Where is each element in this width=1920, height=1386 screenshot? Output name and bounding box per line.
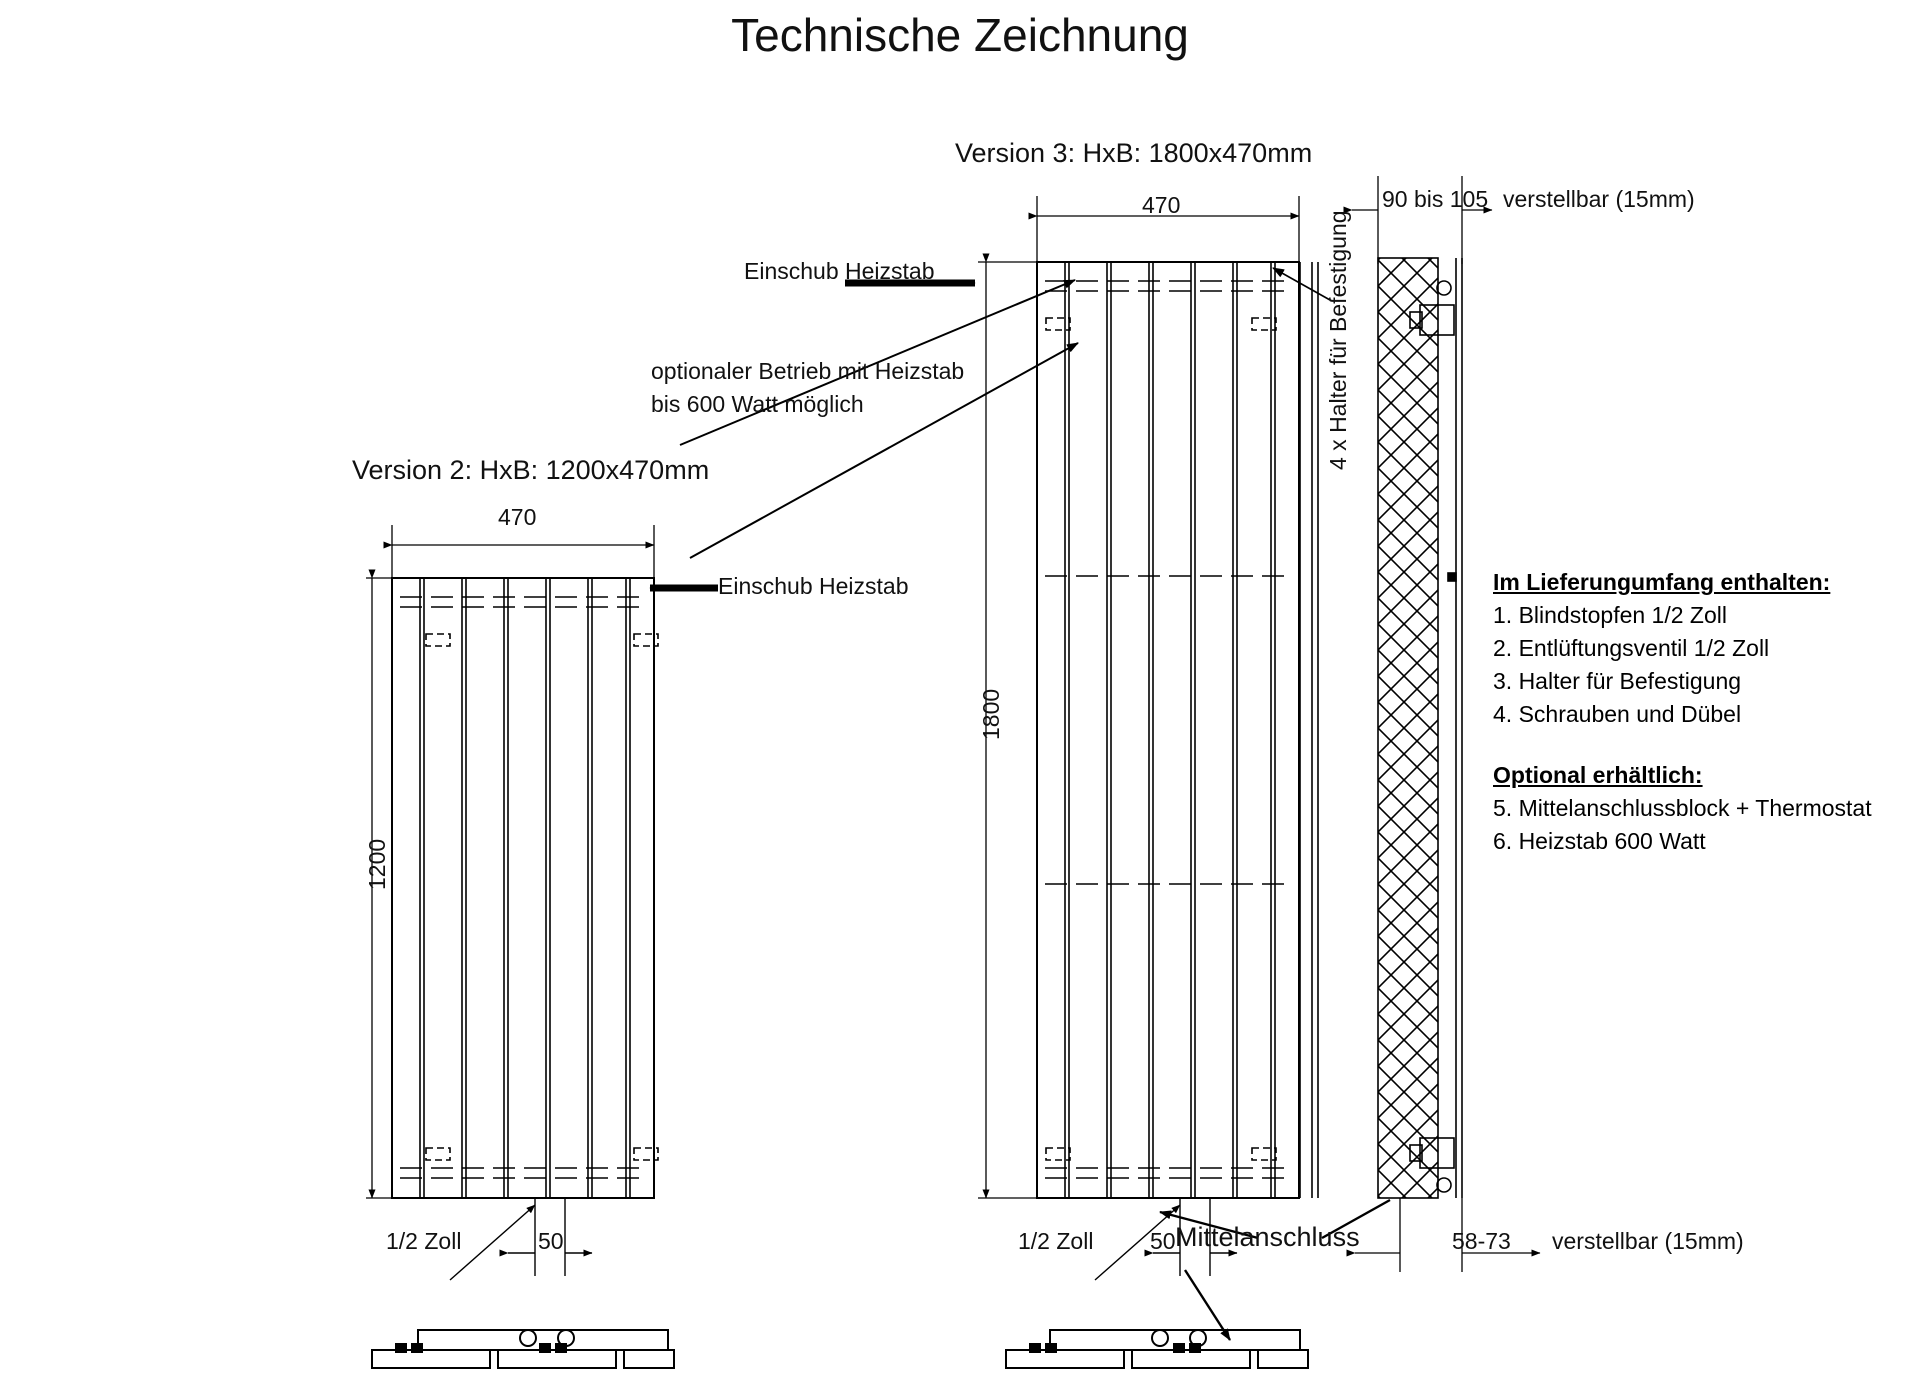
einschub-heizstab-top-label: Einschub Heizstab (744, 258, 935, 284)
version3-width-value: 470 (1142, 192, 1181, 218)
footprint-detail-v3 (1005, 1329, 1309, 1369)
mittelanschluss-label: Mittelanschluss (1175, 1222, 1360, 1252)
version3-label: Version 3: HxB: 1800x470mm (955, 138, 1313, 168)
version2-label: Version 2: HxB: 1200x470mm (352, 455, 710, 485)
halter-befestigung-label: 4 x Halter für Befestigung (1325, 210, 1351, 470)
version2-radiator (391, 577, 659, 1199)
version3-half-inch-label: 1/2 Zoll (1018, 1228, 1094, 1254)
optional-item-5: 5. Mittelanschlussblock + Thermostat (1493, 795, 1872, 821)
verstellbar-top-label: verstellbar (15mm) (1503, 186, 1695, 212)
version2-height-dimension (366, 569, 398, 1199)
included-item-3: 3. Halter für Befestigung (1493, 668, 1742, 694)
version3-height-dimension (978, 253, 1043, 1199)
page-title: Technische Zeichnung (731, 9, 1189, 61)
version2-spacing-value: 50 (538, 1228, 564, 1254)
footprint-detail-v2 (371, 1329, 675, 1369)
depth-bottom-dimension: 58-73 (1452, 1228, 1511, 1254)
optional-item-6: 6. Heizstab 600 Watt (1493, 828, 1706, 854)
optional-heizstab-line2: bis 600 Watt möglich (651, 391, 864, 417)
version2-bottom-callouts (449, 1198, 593, 1281)
optional-heading: Optional erhältlich: (1493, 762, 1703, 788)
version2-width-dimension (383, 525, 655, 585)
version2-width-value: 470 (498, 504, 537, 530)
included-heading: Im Lieferungumfang enthalten: (1493, 569, 1831, 595)
included-item-1: 1. Blindstopfen 1/2 Zoll (1493, 602, 1727, 628)
included-item-2: 2. Entlüftungsventil 1/2 Zoll (1493, 635, 1770, 661)
annotation-arrows (649, 279, 1391, 1341)
verstellbar-bottom-label: verstellbar (15mm) (1552, 1228, 1744, 1254)
optional-heizstab-line1: optionaler Betrieb mit Heizstab (651, 358, 965, 384)
version2-half-inch-label: 1/2 Zoll (386, 1228, 462, 1254)
version3-width-dimension (1028, 196, 1300, 270)
depth-top-dimension: 90 bis 105 (1382, 186, 1489, 212)
included-item-4: 4. Schrauben und Dübel (1493, 701, 1742, 727)
section-side-view (1272, 176, 1541, 1272)
scope-spacer (1493, 731, 1872, 759)
version3-spacing-value: 50 (1150, 1228, 1176, 1254)
einschub-heizstab-left-label: Einschub Heizstab (718, 573, 909, 599)
scope-of-delivery-block: Im Lieferungumfang enthalten: 1. Blindst… (1493, 566, 1872, 858)
version3-radiator (1036, 261, 1300, 1199)
version2-height-value: 1200 (364, 838, 390, 890)
version3-height-value: 1800 (978, 688, 1004, 740)
